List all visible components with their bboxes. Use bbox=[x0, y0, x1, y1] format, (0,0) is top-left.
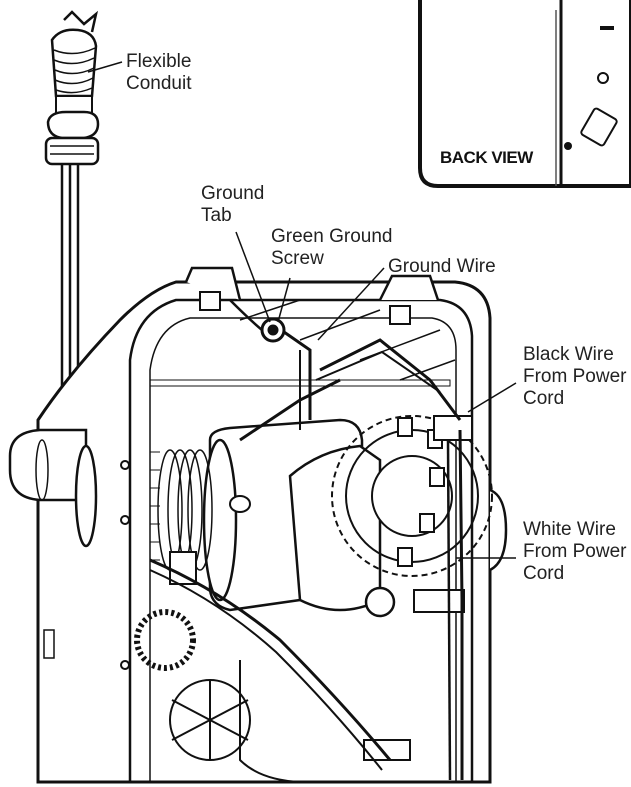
label-line: From Power bbox=[523, 366, 627, 387]
label-line: Screw bbox=[271, 248, 324, 269]
flexible-conduit bbox=[44, 10, 123, 166]
leader-lines bbox=[235, 231, 517, 559]
label-line: Ground Wire bbox=[388, 256, 496, 277]
label-line: Green Ground bbox=[271, 226, 393, 247]
label-flexible-conduit: Flexible Conduit bbox=[126, 51, 192, 95]
label-ground-wire: Ground Wire bbox=[388, 256, 496, 278]
label-line: White Wire bbox=[523, 519, 616, 540]
motor-assembly bbox=[134, 379, 493, 783]
label-line: Conduit bbox=[126, 73, 192, 94]
label-line: Ground bbox=[201, 183, 265, 204]
back-view-inset bbox=[418, 0, 631, 188]
label-line: Flexible bbox=[126, 51, 192, 72]
label-line: Tab bbox=[201, 205, 232, 226]
label-line: Cord bbox=[523, 388, 565, 409]
label-line: From Power bbox=[523, 541, 627, 562]
label-line: Cord bbox=[523, 563, 565, 584]
label-line: Black Wire bbox=[523, 344, 614, 365]
ground-wire-assembly bbox=[149, 299, 464, 781]
back-view-label: BACK VIEW bbox=[440, 148, 533, 167]
label-white-wire: White Wire From Power Cord bbox=[523, 519, 626, 585]
label-green-ground-screw: Green Ground Screw bbox=[271, 226, 392, 270]
label-black-wire: Black Wire From Power Cord bbox=[523, 344, 626, 410]
label-ground-tab: Ground Tab bbox=[201, 183, 264, 227]
